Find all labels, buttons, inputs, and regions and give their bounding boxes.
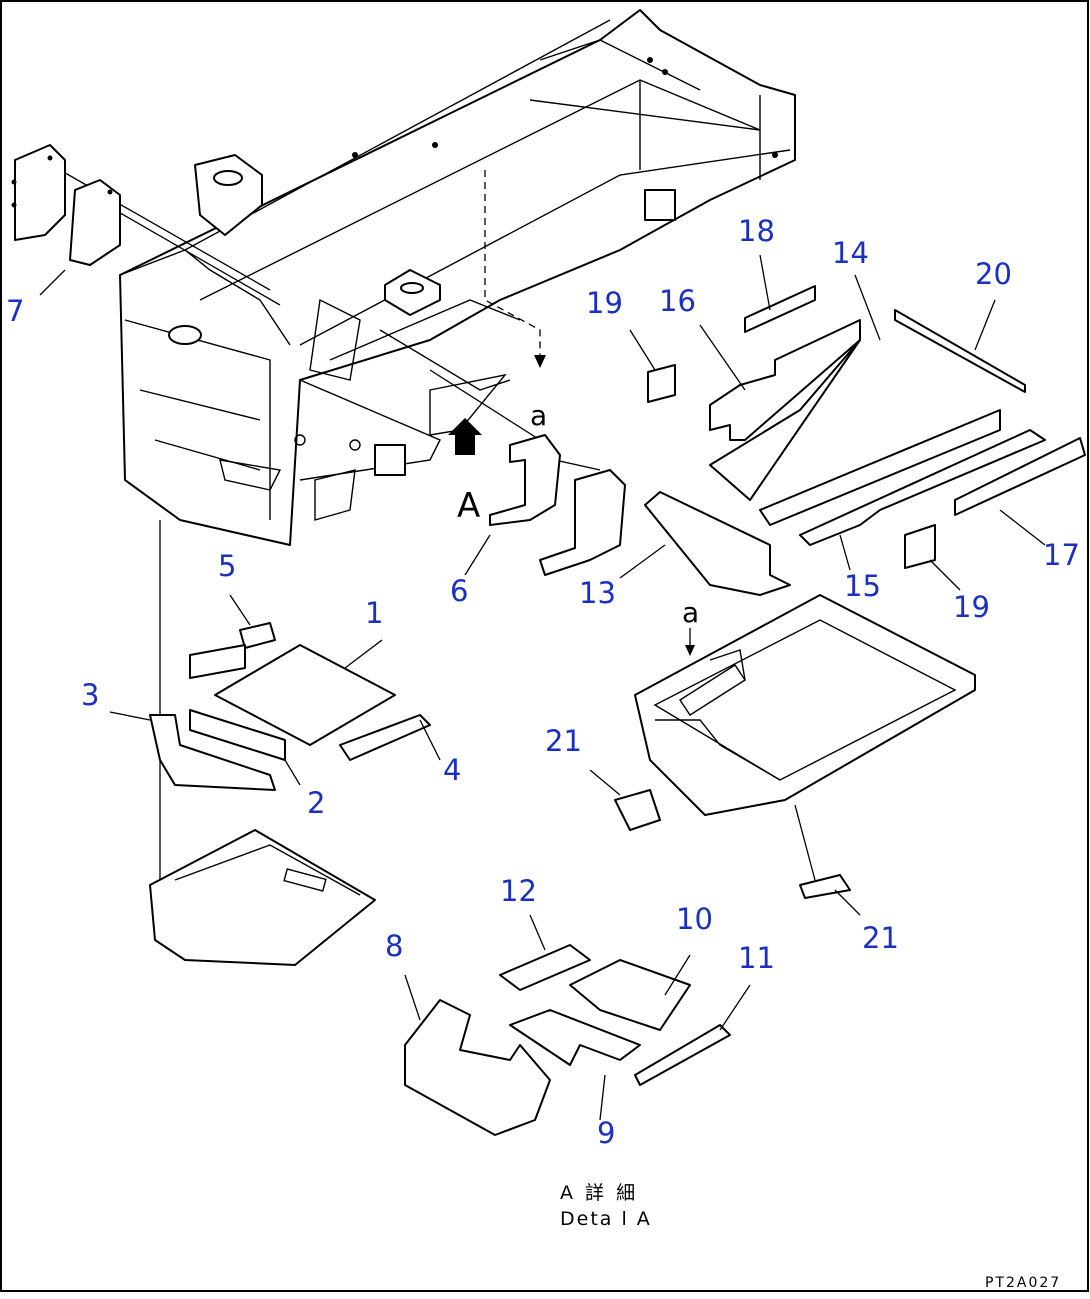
- callout-11: 11: [738, 941, 775, 975]
- hidden-line: [484, 170, 541, 355]
- main-frame: [119, 9, 796, 546]
- view-arrow-icon: [448, 418, 482, 455]
- callout-2: 2: [307, 786, 325, 820]
- section-mark-top: a: [530, 399, 547, 432]
- callout-18: 18: [738, 214, 775, 248]
- callout-1: 1: [365, 596, 383, 630]
- callout-17: 17: [1043, 538, 1080, 572]
- arrow-a-lower-icon: [685, 645, 695, 656]
- detail-letter: A: [457, 486, 480, 526]
- part-21-pad-left: [614, 789, 661, 831]
- callout-20: 20: [975, 257, 1012, 291]
- callout-6: 6: [450, 574, 468, 608]
- callout-7: 7: [6, 294, 24, 328]
- leader-lines: [39, 254, 1046, 1121]
- callout-13: 13: [579, 576, 616, 610]
- parts-13-20: [644, 285, 1086, 596]
- callout-10: 10: [676, 902, 713, 936]
- callout-5: 5: [218, 549, 236, 583]
- callout-16: 16: [659, 284, 696, 318]
- callout-8: 8: [385, 929, 403, 963]
- parts-8-12: [404, 944, 731, 1136]
- section-mark-lower: a: [682, 596, 699, 629]
- part-21-pad-right: [799, 874, 851, 899]
- callout-15: 15: [844, 569, 881, 603]
- part-7: [11, 144, 121, 266]
- drawing-code: PT2A027: [985, 1275, 1061, 1291]
- callout-9: 9: [597, 1116, 615, 1150]
- cab-floor-frame: [634, 594, 976, 816]
- caption-japanese: A 詳 細: [560, 1182, 638, 1204]
- arrow-a-top-icon: [534, 355, 546, 368]
- callout-12: 12: [500, 874, 537, 908]
- caption-english: Deta l A: [560, 1208, 652, 1230]
- callout-3: 3: [81, 678, 99, 712]
- callout-19-top: 19: [586, 286, 623, 320]
- part-6: [489, 434, 626, 576]
- callout-21-left: 21: [545, 724, 582, 758]
- skid-plate: [149, 829, 376, 966]
- callout-21-right: 21: [862, 921, 899, 955]
- callout-4: 4: [443, 753, 461, 787]
- callout-19-bottom: 19: [953, 590, 990, 624]
- callout-14: 14: [832, 236, 869, 270]
- parts-1-5: [149, 622, 431, 791]
